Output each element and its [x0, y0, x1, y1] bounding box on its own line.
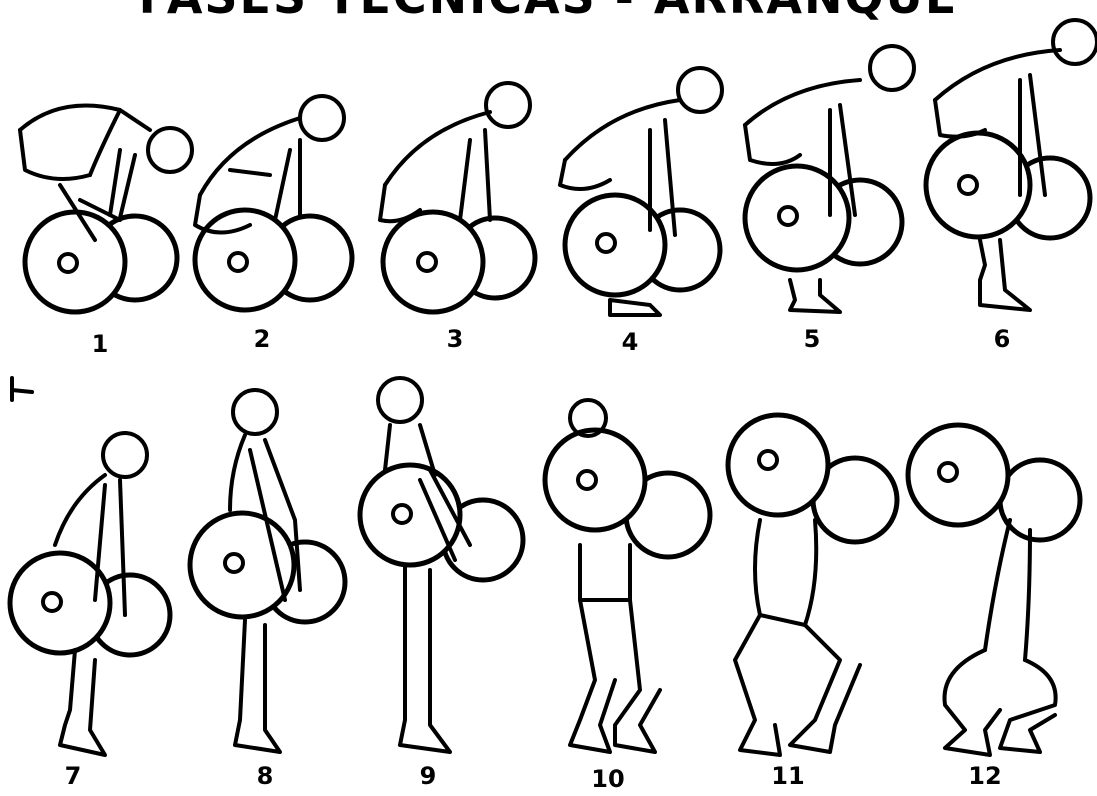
phase-4-figure	[560, 68, 722, 315]
phase-number: 12	[955, 762, 1015, 790]
phase-3-figure	[380, 83, 535, 312]
phase-number: 6	[972, 325, 1032, 353]
phase-11-figure	[728, 415, 897, 755]
phase-number: 3	[425, 325, 485, 353]
phase-number: 7	[43, 762, 103, 790]
phase-12-figure	[908, 425, 1080, 755]
phase-number: 4	[600, 328, 660, 356]
phase-number: 10	[578, 765, 638, 793]
phase-7-figure	[10, 433, 170, 755]
phase-6-figure	[926, 20, 1097, 310]
phase-2-figure	[195, 96, 352, 310]
phase-number: 9	[398, 762, 458, 790]
phase-number: 1	[70, 330, 130, 358]
phase-number: 8	[235, 762, 295, 790]
phase-10-figure	[545, 400, 710, 752]
phase-1-figure	[20, 106, 192, 313]
phase-number: 11	[758, 762, 818, 790]
phase-number: 2	[232, 325, 292, 353]
phase-8-figure	[190, 390, 345, 752]
phase-5-figure	[745, 46, 914, 312]
phase-number: 5	[782, 325, 842, 353]
phase-9-figure	[360, 378, 523, 752]
stray-mark	[12, 378, 32, 400]
